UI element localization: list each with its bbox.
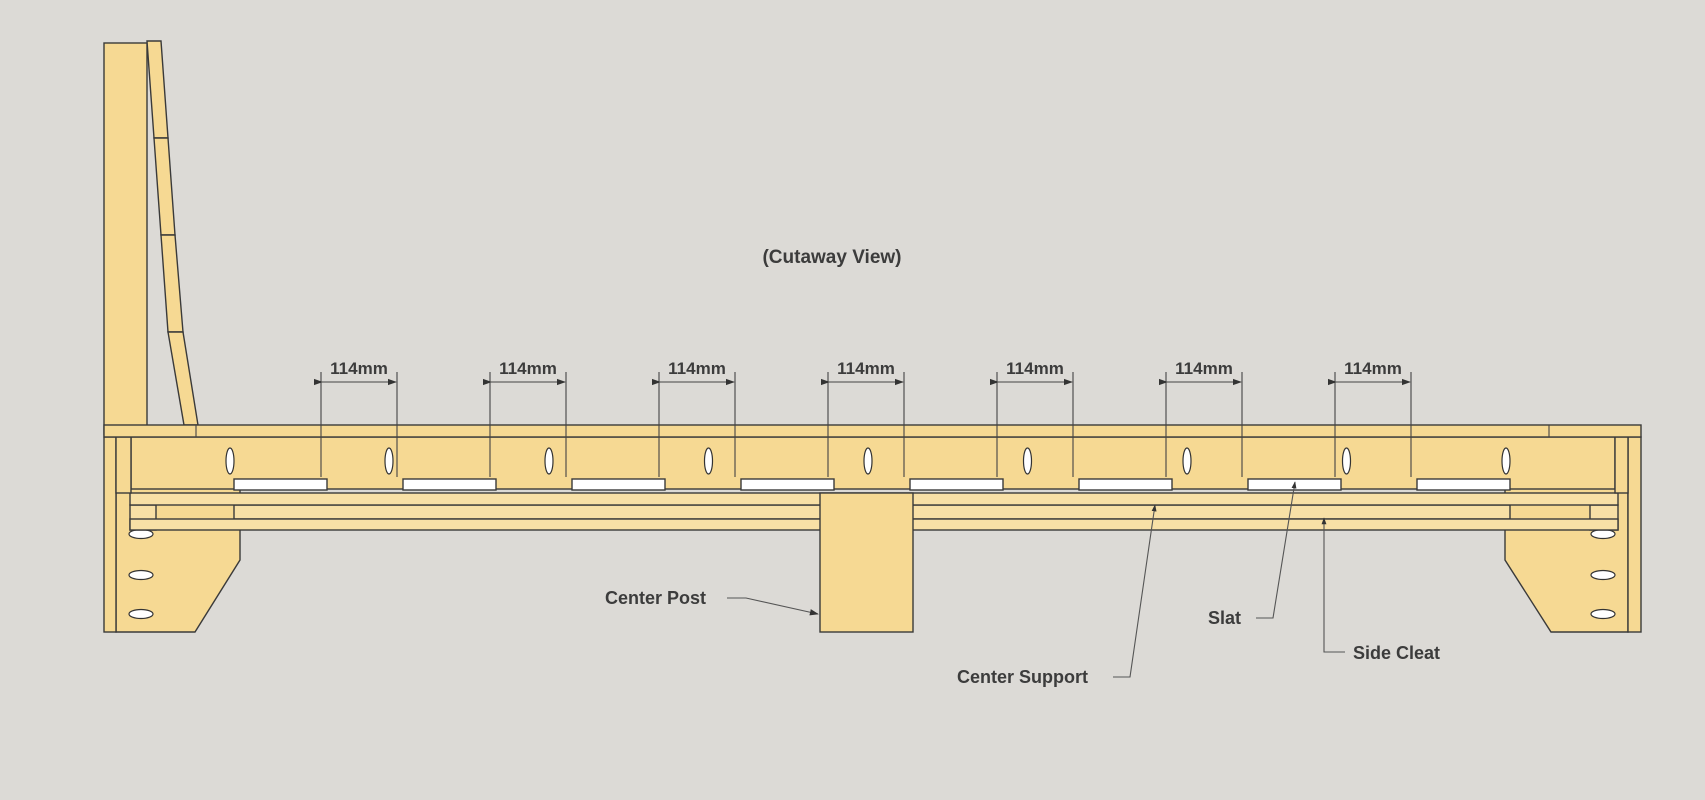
headboard-slat-2 bbox=[153, 137, 176, 236]
side-cleat-label: Side Cleat bbox=[1353, 643, 1440, 663]
pocket-hole-icon bbox=[703, 447, 714, 475]
slat bbox=[1416, 478, 1511, 491]
bolt-hole-icon bbox=[128, 528, 154, 540]
spacing-label: 114mm bbox=[837, 359, 895, 378]
pocket-hole-icon bbox=[225, 447, 235, 475]
headboard-slat-3 bbox=[160, 234, 184, 333]
slat bbox=[233, 478, 328, 491]
callout-center-post: Center Post bbox=[605, 588, 819, 616]
slat bbox=[402, 478, 497, 491]
callout-center-support: Center Support bbox=[957, 504, 1157, 687]
slat bbox=[571, 478, 666, 491]
side-rail-end-left bbox=[115, 436, 132, 494]
pocket-hole-icon bbox=[1022, 447, 1033, 475]
view-label: (Cutaway View) bbox=[762, 247, 901, 268]
bolt-hole-icon bbox=[128, 569, 154, 581]
pocket-hole-icon bbox=[384, 447, 394, 475]
pocket-hole-icon bbox=[863, 447, 873, 475]
callout-slat: Slat bbox=[1208, 481, 1297, 628]
center-support-label: Center Support bbox=[957, 667, 1088, 687]
callout-side-cleat: Side Cleat bbox=[1321, 517, 1440, 663]
center-post-label: Center Post bbox=[605, 588, 706, 608]
spacing-label: 114mm bbox=[1175, 359, 1233, 378]
slat-spacing-dimensions: 114mm 114mm 114mm 114mm 114mm 114mm 114mm bbox=[313, 359, 1412, 477]
headboard-slat-1 bbox=[146, 40, 169, 139]
spacing-label: 114mm bbox=[330, 359, 388, 378]
pocket-hole-icon bbox=[1182, 447, 1192, 475]
bolt-hole-icon bbox=[1590, 608, 1616, 620]
spacing-label: 114mm bbox=[1344, 359, 1402, 378]
bolt-hole-icon bbox=[1590, 528, 1616, 540]
pocket-hole-icon bbox=[1341, 447, 1352, 475]
top-board bbox=[103, 424, 1642, 438]
side-rail bbox=[130, 436, 1616, 490]
spacing-label: 114mm bbox=[499, 359, 557, 378]
headboard-panel bbox=[103, 42, 148, 436]
headboard bbox=[103, 40, 199, 436]
bolt-hole-icon bbox=[1590, 569, 1616, 581]
slat-label: Slat bbox=[1208, 608, 1241, 628]
pocket-holes bbox=[225, 447, 1511, 475]
right-post bbox=[1627, 436, 1642, 633]
spacing-label: 114mm bbox=[1006, 359, 1064, 378]
headboard-slat-4 bbox=[167, 331, 199, 426]
spacing-label: 114mm bbox=[668, 359, 726, 378]
left-post bbox=[103, 436, 117, 633]
pocket-hole-icon bbox=[1501, 447, 1511, 475]
pocket-hole-icon bbox=[544, 447, 554, 475]
slat bbox=[909, 478, 1004, 491]
slat bbox=[1078, 478, 1173, 491]
slat bbox=[740, 478, 835, 491]
center-post bbox=[819, 492, 914, 633]
bolt-hole-icon bbox=[128, 608, 154, 620]
side-rail-end-right bbox=[1614, 436, 1629, 494]
